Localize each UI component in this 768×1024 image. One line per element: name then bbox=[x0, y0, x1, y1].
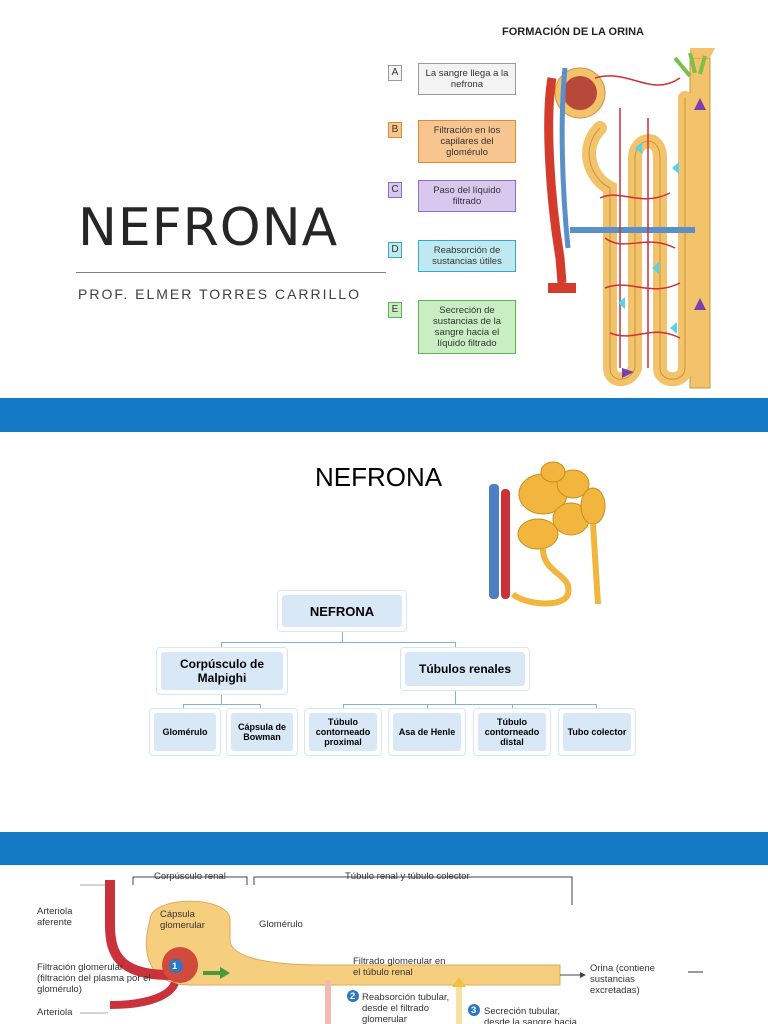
step-3-badge: 3 bbox=[471, 1005, 477, 1016]
connector bbox=[221, 694, 222, 704]
connector bbox=[342, 630, 343, 642]
root-node: NEFRONA bbox=[277, 590, 407, 632]
node-corpusculo: Corpúsculo de Malpighi bbox=[156, 647, 288, 695]
connector bbox=[455, 690, 456, 704]
legend-box: Paso del líquido filtrado bbox=[418, 180, 516, 212]
node-tubo-colector: Tubo colector bbox=[558, 708, 636, 756]
node-tubulo-proximal: Túbulo contorneado proximal bbox=[304, 708, 382, 756]
label-filtrate: Filtrado glomerular en el túbulo renal bbox=[353, 956, 446, 978]
slide-1[interactable]: NEFRONA PROF. ELMER TORRES CARRILLO FORM… bbox=[0, 0, 768, 398]
legend-letter: B bbox=[388, 122, 402, 138]
slide-3[interactable]: Corpúsculo renal Túbulo renal y túbulo c… bbox=[0, 865, 768, 1024]
connector bbox=[183, 704, 260, 705]
legend-box: Reabsorción de sustancias útiles bbox=[418, 240, 516, 272]
nephron-3d-illustration bbox=[489, 461, 606, 607]
header-tubulo: Túbulo renal y túbulo colector bbox=[345, 871, 470, 882]
figure-title: FORMACIÓN DE LA ORINA bbox=[502, 26, 644, 38]
connector bbox=[221, 642, 455, 643]
label-secretion: Secreción tubular, desde la sangre hacia bbox=[484, 1006, 577, 1024]
slide-title: NEFRONA bbox=[78, 198, 339, 258]
urine-formation-figure: FORMACIÓN DE LA ORINA A La sangre llega a… bbox=[380, 18, 735, 393]
label-afferent: Arteriola aferente bbox=[37, 906, 73, 928]
title-divider bbox=[76, 272, 386, 273]
slide-subtitle: PROF. ELMER TORRES CARRILLO bbox=[78, 286, 361, 302]
step-1-badge: 1 bbox=[172, 961, 178, 972]
connector bbox=[343, 704, 596, 705]
legend-box: Secreción de sustancias de la sangre hac… bbox=[418, 300, 516, 354]
label-reabsorption: Reabsorción tubular, desde el filtrado g… bbox=[362, 992, 450, 1024]
renal-process-diagram bbox=[80, 876, 703, 1024]
label-capsule: Cápsula glomerular bbox=[160, 909, 205, 931]
label-filtration: Filtración glomerular (filtración del pl… bbox=[37, 962, 151, 995]
legend-letter: D bbox=[388, 242, 402, 258]
nephron-illustration bbox=[544, 48, 715, 389]
node-glomerulo: Glomérulo bbox=[149, 708, 221, 756]
node-tubulos: Túbulos renales bbox=[400, 647, 530, 691]
label-arteriole: Arteriola bbox=[37, 1007, 73, 1018]
step-2-badge: 2 bbox=[350, 991, 356, 1002]
legend-letter: C bbox=[388, 182, 402, 198]
legend-box: Filtración en los capilares del glomérul… bbox=[418, 120, 516, 163]
header-corpusculo: Corpúsculo renal bbox=[154, 871, 226, 882]
slide-title: NEFRONA bbox=[315, 462, 443, 492]
slide-separator-2 bbox=[0, 832, 768, 865]
label-urine: Orina (contiene sustancias excretadas) bbox=[590, 963, 655, 996]
slide-2[interactable]: NEFRONA NEFRONA Corpúsculo de Malpighi T… bbox=[0, 432, 768, 832]
legend-letter: A bbox=[388, 65, 402, 81]
node-tubulo-distal: Túbulo contorneado distal bbox=[473, 708, 551, 756]
label-glomerulus: Glomérulo bbox=[259, 919, 303, 930]
legend-letter: E bbox=[388, 302, 402, 318]
legend-box: La sangre llega a la nefrona bbox=[418, 63, 516, 95]
node-capsula: Cápsula de Bowman bbox=[226, 708, 298, 756]
node-asa-henle: Asa de Henle bbox=[388, 708, 466, 756]
slide-separator-1 bbox=[0, 398, 768, 432]
